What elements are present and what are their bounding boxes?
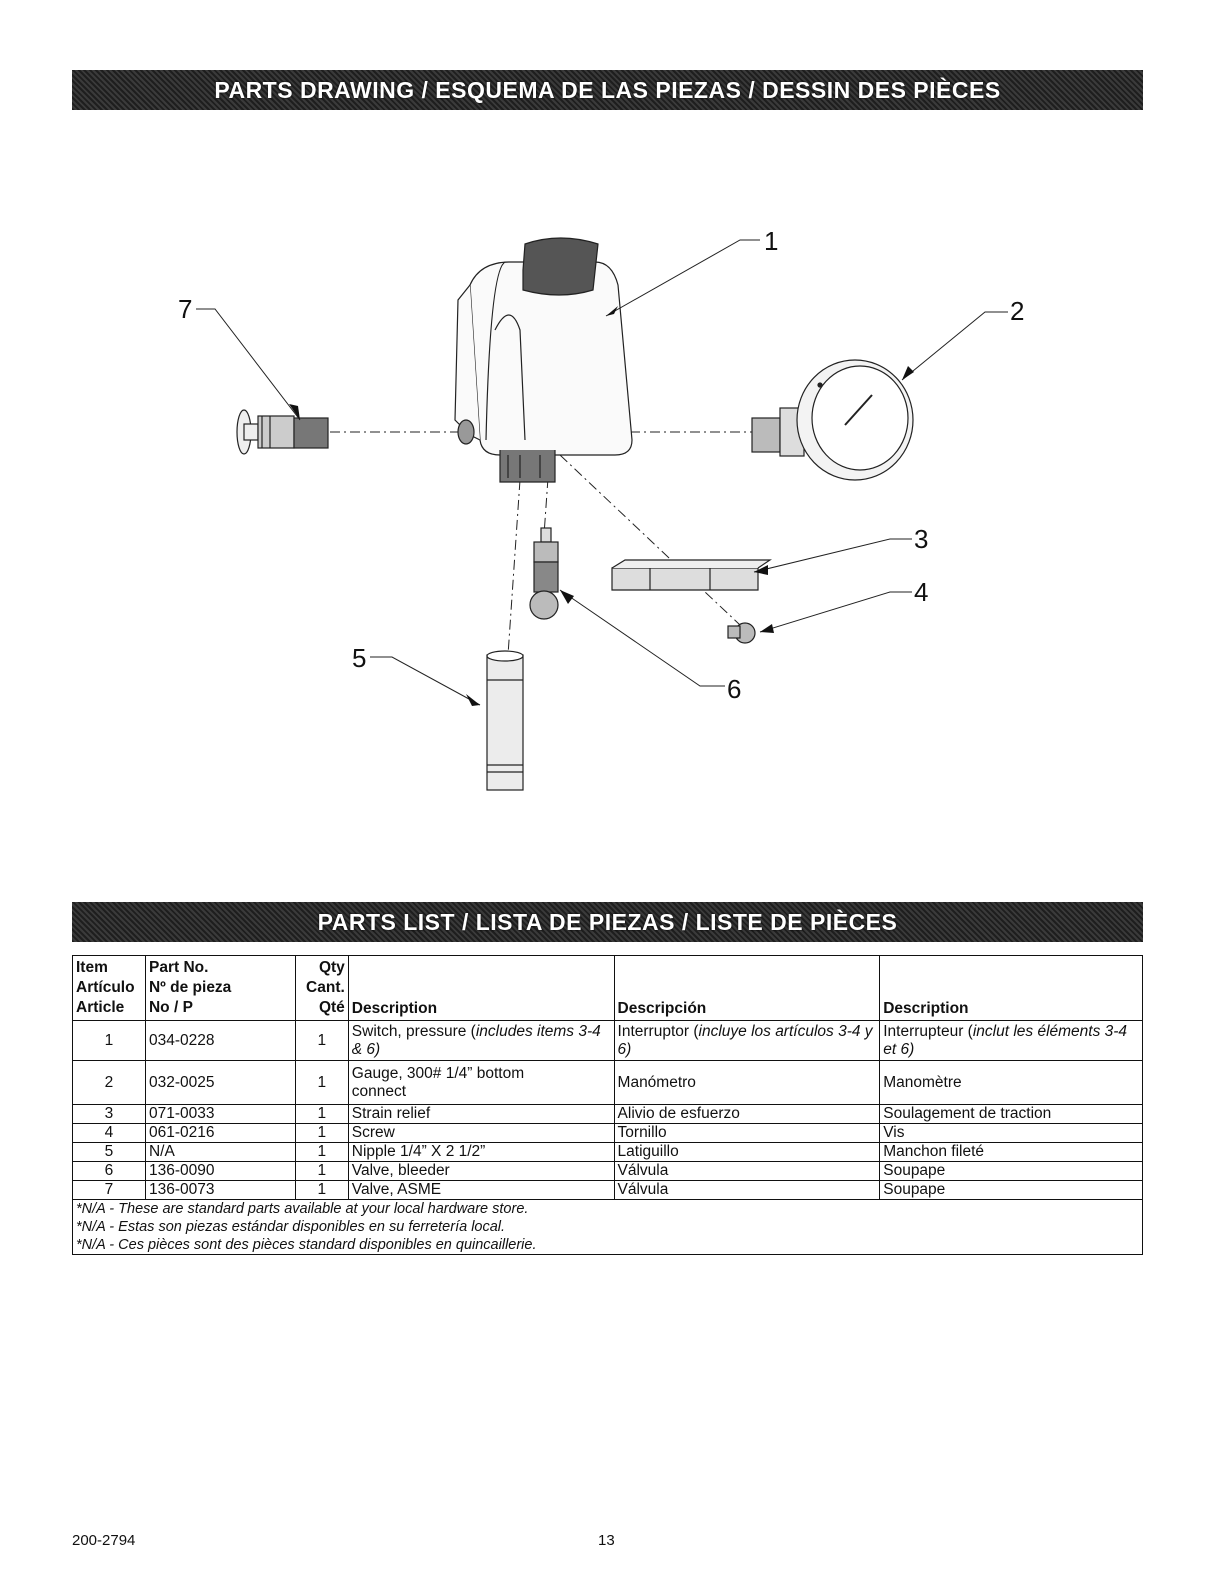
- part-number-cell: 032-0025: [144, 1060, 296, 1105]
- item-cell: 1: [72, 1020, 146, 1061]
- description-fr-cell: Interrupteur (inclut les éléments 3-4 et…: [879, 1020, 1143, 1061]
- description-fr-cell: Vis: [879, 1123, 1143, 1143]
- description-es-cell: Tornillo: [613, 1123, 881, 1143]
- description-es-cell: Válvula: [613, 1180, 881, 1200]
- description-fr-cell: Manchon fileté: [879, 1142, 1143, 1162]
- pressure-switch-part: [454, 237, 633, 483]
- note-es: *N/A - Estas son piezas estándar disponi…: [76, 1219, 506, 1235]
- parts-drawing-banner: PARTS DRAWING / ESQUEMA DE LAS PIEZAS / …: [72, 70, 1143, 110]
- description-en-cell: Switch, pressure (includes items 3-4 & 6…: [347, 1020, 615, 1061]
- item-cell: 3: [72, 1104, 146, 1124]
- part-no-header: Part No. Nº de pieza No / P: [144, 955, 296, 1021]
- description-en-header: Description: [347, 955, 615, 1021]
- description-fr-cell: Soupape: [879, 1180, 1143, 1200]
- part-number-cell: 071-0033: [144, 1104, 296, 1124]
- description-es-cell: Alivio de esfuerzo: [613, 1104, 881, 1124]
- description-es-cell: Válvula: [613, 1161, 881, 1181]
- description-fr-cell: Manomètre: [879, 1060, 1143, 1105]
- item-cell: 4: [72, 1123, 146, 1143]
- description-en-cell: Strain relief: [347, 1104, 615, 1124]
- table-row: 6 136-0090 1 Valve, bleeder Válvula Soup…: [72, 1161, 1143, 1181]
- pressure-gauge-part: [751, 359, 914, 481]
- document-number: 200-2794: [72, 1532, 136, 1549]
- leader-line-1: [605, 239, 760, 317]
- item-cell: 7: [72, 1180, 146, 1200]
- description-fr-header: Description: [879, 955, 1143, 1021]
- part-number-cell: 061-0216: [144, 1123, 296, 1143]
- table-row: 1 034-0228 1 Switch, pressure (includes …: [72, 1020, 1143, 1061]
- description-es-cell: Latiguillo: [613, 1142, 881, 1162]
- callout-7: 7: [178, 294, 192, 324]
- qty-header: Qty Cant. Qté: [294, 955, 349, 1021]
- assembly-line-5: [507, 479, 521, 656]
- description-en-cell: Gauge, 300# 1/4” bottom connect: [347, 1060, 615, 1105]
- na-footnotes: *N/A - These are standard parts availabl…: [72, 1199, 1143, 1255]
- part-number-cell: 136-0090: [144, 1161, 296, 1181]
- callout-2: 2: [1010, 296, 1024, 326]
- leader-line-5: [370, 656, 481, 706]
- item-cell: 6: [72, 1161, 146, 1181]
- description-en-cell: Screw: [347, 1123, 615, 1143]
- qty-cell: 1: [294, 1060, 349, 1105]
- qty-cell: 1: [294, 1142, 349, 1162]
- leader-line-3: [753, 538, 912, 573]
- part-number-cell: N/A: [144, 1142, 296, 1162]
- parts-list-title: PARTS LIST / LISTA DE PIEZAS / LISTE DE …: [317, 908, 898, 935]
- parts-exploded-drawing: 1 2 3 4 5 6 7: [178, 226, 1024, 791]
- assembly-line-6: [543, 477, 549, 536]
- callout-6: 6: [727, 674, 741, 704]
- item-header: Item Artículo Article: [72, 955, 146, 1021]
- strain-relief-part: [611, 559, 772, 591]
- description-es-cell: Manómetro: [613, 1060, 881, 1105]
- parts-list-table: Item Artículo Article Part No. Nº de pie…: [72, 955, 1143, 1255]
- part-number-cell: 034-0228: [144, 1020, 296, 1061]
- leader-line-7: [196, 308, 301, 421]
- page-number: 13: [598, 1532, 615, 1549]
- item-cell: 2: [72, 1060, 146, 1105]
- description-en-cell: Valve, bleeder: [347, 1161, 615, 1181]
- leader-line-6: [559, 589, 725, 687]
- part-number-cell: 136-0073: [144, 1180, 296, 1200]
- parts-drawing-title: PARTS DRAWING / ESQUEMA DE LAS PIEZAS / …: [214, 76, 1001, 103]
- callout-3: 3: [914, 524, 928, 554]
- assembly-line-3-4: [559, 454, 741, 626]
- leader-line-2: [901, 311, 1008, 381]
- table-row: 2 032-0025 1 Gauge, 300# 1/4” bottom con…: [72, 1060, 1143, 1105]
- table-row: 3 071-0033 1 Strain relief Alivio de esf…: [72, 1104, 1143, 1124]
- qty-cell: 1: [294, 1161, 349, 1181]
- note-en: *N/A - These are standard parts availabl…: [76, 1201, 529, 1217]
- description-fr-cell: Soupape: [879, 1161, 1143, 1181]
- table-row: 5 N/A 1 Nipple 1/4” X 2 1/2” Latiguillo …: [72, 1142, 1143, 1162]
- item-cell: 5: [72, 1142, 146, 1162]
- table-row: 7 136-0073 1 Valve, ASME Válvula Soupape: [72, 1180, 1143, 1200]
- description-fr-cell: Soulagement de traction: [879, 1104, 1143, 1124]
- qty-cell: 1: [294, 1020, 349, 1061]
- bleeder-valve-part: [529, 527, 559, 620]
- qty-cell: 1: [294, 1180, 349, 1200]
- qty-cell: 1: [294, 1104, 349, 1124]
- nipple-part: [486, 650, 524, 791]
- description-es-cell: Interruptor (incluye los artículos 3-4 y…: [613, 1020, 881, 1061]
- description-en-cell: Nipple 1/4” X 2 1/2”: [347, 1142, 615, 1162]
- parts-list-banner: PARTS LIST / LISTA DE PIEZAS / LISTE DE …: [72, 902, 1143, 942]
- asme-valve-part: [236, 409, 329, 455]
- note-fr: *N/A - Ces pièces sont des pièces standa…: [76, 1237, 537, 1253]
- callout-4: 4: [914, 577, 928, 607]
- callout-1: 1: [764, 226, 778, 256]
- table-row: 4 061-0216 1 Screw Tornillo Vis: [72, 1123, 1143, 1143]
- qty-cell: 1: [294, 1123, 349, 1143]
- description-en-cell: Valve, ASME: [347, 1180, 615, 1200]
- notes-row: *N/A - These are standard parts availabl…: [72, 1199, 1143, 1255]
- description-es-header: Descripción: [613, 955, 881, 1021]
- screw-part: [727, 622, 756, 644]
- callout-5: 5: [352, 643, 366, 673]
- table-header-row: Item Artículo Article Part No. Nº de pie…: [72, 955, 1143, 1021]
- leader-line-4: [759, 591, 912, 633]
